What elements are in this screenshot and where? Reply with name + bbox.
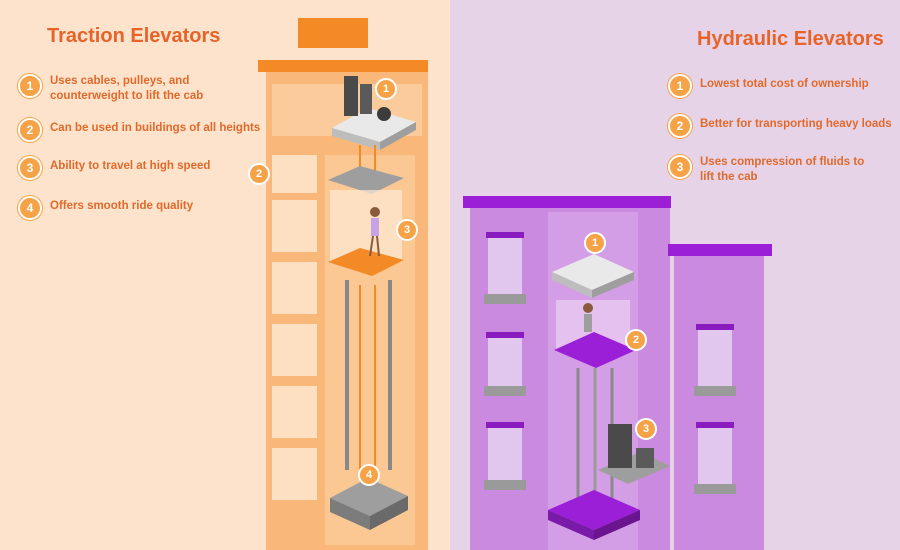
feature-text: Can be used in buildings of all heights bbox=[50, 122, 261, 134]
traction-building bbox=[258, 18, 428, 550]
traction-feature: 2 Can be used in buildings of all height… bbox=[18, 118, 270, 142]
hydraulic-feature: 1 Lowest total cost of ownership bbox=[668, 74, 900, 98]
hydraulic-building bbox=[463, 196, 772, 550]
hydraulic-marker: 2 bbox=[625, 329, 647, 351]
number-badge: 3 bbox=[668, 155, 692, 179]
traction-title: Traction Elevators bbox=[47, 25, 221, 47]
traction-marker: 4 bbox=[358, 464, 380, 486]
traction-feature: 4 Offers smooth ride quality bbox=[18, 196, 270, 220]
feature-text: Uses compression of fluids to lift the c… bbox=[700, 156, 865, 183]
traction-marker: 1 bbox=[375, 78, 397, 100]
number-badge: 1 bbox=[18, 74, 42, 98]
feature-text: Ability to travel at high speed bbox=[50, 160, 211, 172]
traction-marker: 3 bbox=[396, 219, 418, 241]
number-badge: 2 bbox=[668, 114, 692, 138]
number-badge: 1 bbox=[668, 74, 692, 98]
traction-feature: 3 Ability to travel at high speed bbox=[18, 156, 270, 180]
hydraulic-title: Hydraulic Elevators bbox=[697, 28, 884, 50]
feature-text: Lowest total cost of ownership bbox=[700, 78, 869, 90]
traction-feature: 1 Uses cables, pulleys, and counterweigh… bbox=[18, 74, 220, 104]
hydraulic-marker: 3 bbox=[635, 418, 657, 440]
feature-text: Better for transporting heavy loads bbox=[700, 118, 892, 130]
hydraulic-feature: 3 Uses compression of fluids to lift the… bbox=[668, 155, 875, 185]
feature-text: Uses cables, pulleys, and counterweight … bbox=[50, 75, 204, 102]
traction-marker: 2 bbox=[248, 163, 270, 185]
number-badge: 3 bbox=[18, 156, 42, 180]
number-badge: 2 bbox=[18, 118, 42, 142]
hydraulic-marker: 1 bbox=[584, 232, 606, 254]
hydraulic-feature: 2 Better for transporting heavy loads bbox=[668, 114, 900, 138]
number-badge: 4 bbox=[18, 196, 42, 220]
feature-text: Offers smooth ride quality bbox=[50, 200, 194, 212]
